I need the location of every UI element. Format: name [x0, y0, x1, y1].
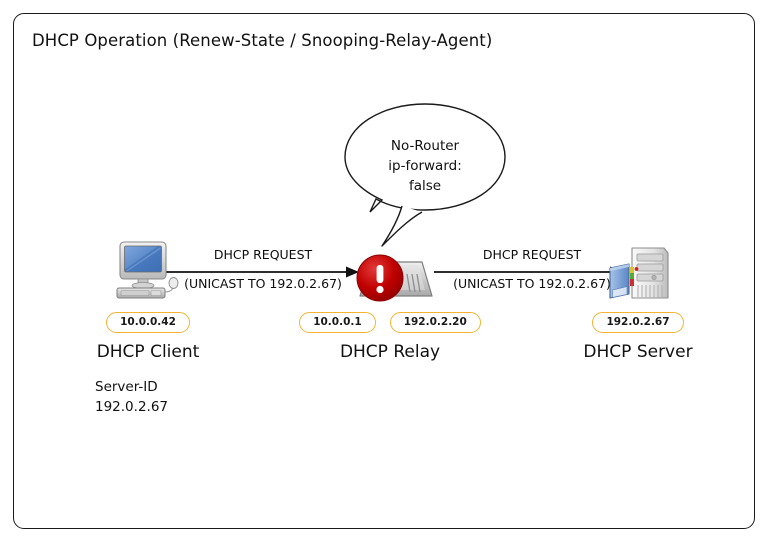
callout-line-3: false	[408, 178, 442, 194]
server-id-note: Server-ID 192.0.2.67	[95, 377, 168, 417]
ip-badge-client[interactable]: 10.0.0.42	[106, 312, 190, 333]
callout-bubble-text: No-Router ip-forward: false	[340, 136, 510, 196]
ip-badge-relay-lan[interactable]: 10.0.0.1	[299, 312, 376, 333]
arrow-relay-to-server-top-label: DHCP REQUEST	[482, 247, 582, 262]
server-tower-icon	[609, 247, 669, 299]
node-dhcp-relay-label: DHCP Relay	[339, 342, 441, 362]
server-id-note-line-2: 192.0.2.67	[95, 399, 168, 415]
arrow-relay-to-server-bottom-label: (UNICAST TO 192.0.2.67)	[453, 276, 611, 291]
diagram-frame	[13, 13, 755, 529]
callout-line-2: ip-forward:	[388, 158, 462, 174]
node-dhcp-server-icon-wrap	[548, 238, 728, 304]
network-device-icon	[356, 254, 433, 302]
node-dhcp-relay[interactable]: 10.0.0.1 192.0.2.20 DHCP Relay	[290, 238, 490, 362]
node-dhcp-client-badges: 10.0.0.42	[58, 312, 238, 333]
arrow-client-to-relay-top-label: DHCP REQUEST	[213, 247, 313, 262]
node-dhcp-server[interactable]: 192.0.2.67 DHCP Server	[548, 238, 728, 362]
arrow-client-to-relay-bottom-label: (UNICAST TO 192.0.2.67)	[184, 276, 342, 291]
desktop-computer-icon	[116, 241, 179, 299]
ip-badge-relay-wan[interactable]: 192.0.2.20	[389, 312, 481, 333]
node-dhcp-relay-badges: 10.0.0.1 192.0.2.20	[290, 312, 490, 333]
callout-bubble: No-Router ip-forward: false	[340, 100, 510, 250]
callout-bubble-shape	[344, 103, 506, 247]
error-alert-icon	[376, 265, 384, 294]
server-id-note-line-1: Server-ID	[95, 379, 158, 395]
arrow-client-to-relay-line	[165, 266, 359, 278]
node-dhcp-server-label: DHCP Server	[583, 342, 693, 362]
node-dhcp-server-badges: 192.0.2.67	[548, 312, 728, 333]
node-dhcp-client-label: DHCP Client	[96, 342, 200, 362]
node-dhcp-client[interactable]: 10.0.0.42 DHCP Client	[58, 238, 238, 362]
diagram-title: DHCP Operation (Renew-State / Snooping-R…	[32, 31, 493, 50]
node-dhcp-client-icon-wrap	[58, 238, 238, 304]
arrow-relay-to-server: DHCP REQUEST (UNICAST TO 192.0.2.67)	[432, 243, 632, 303]
ip-badge-server[interactable]: 192.0.2.67	[592, 312, 684, 333]
arrow-client-to-relay: DHCP REQUEST (UNICAST TO 192.0.2.67)	[163, 243, 363, 303]
node-dhcp-relay-icon-wrap	[290, 238, 490, 304]
callout-line-1: No-Router	[390, 138, 460, 154]
